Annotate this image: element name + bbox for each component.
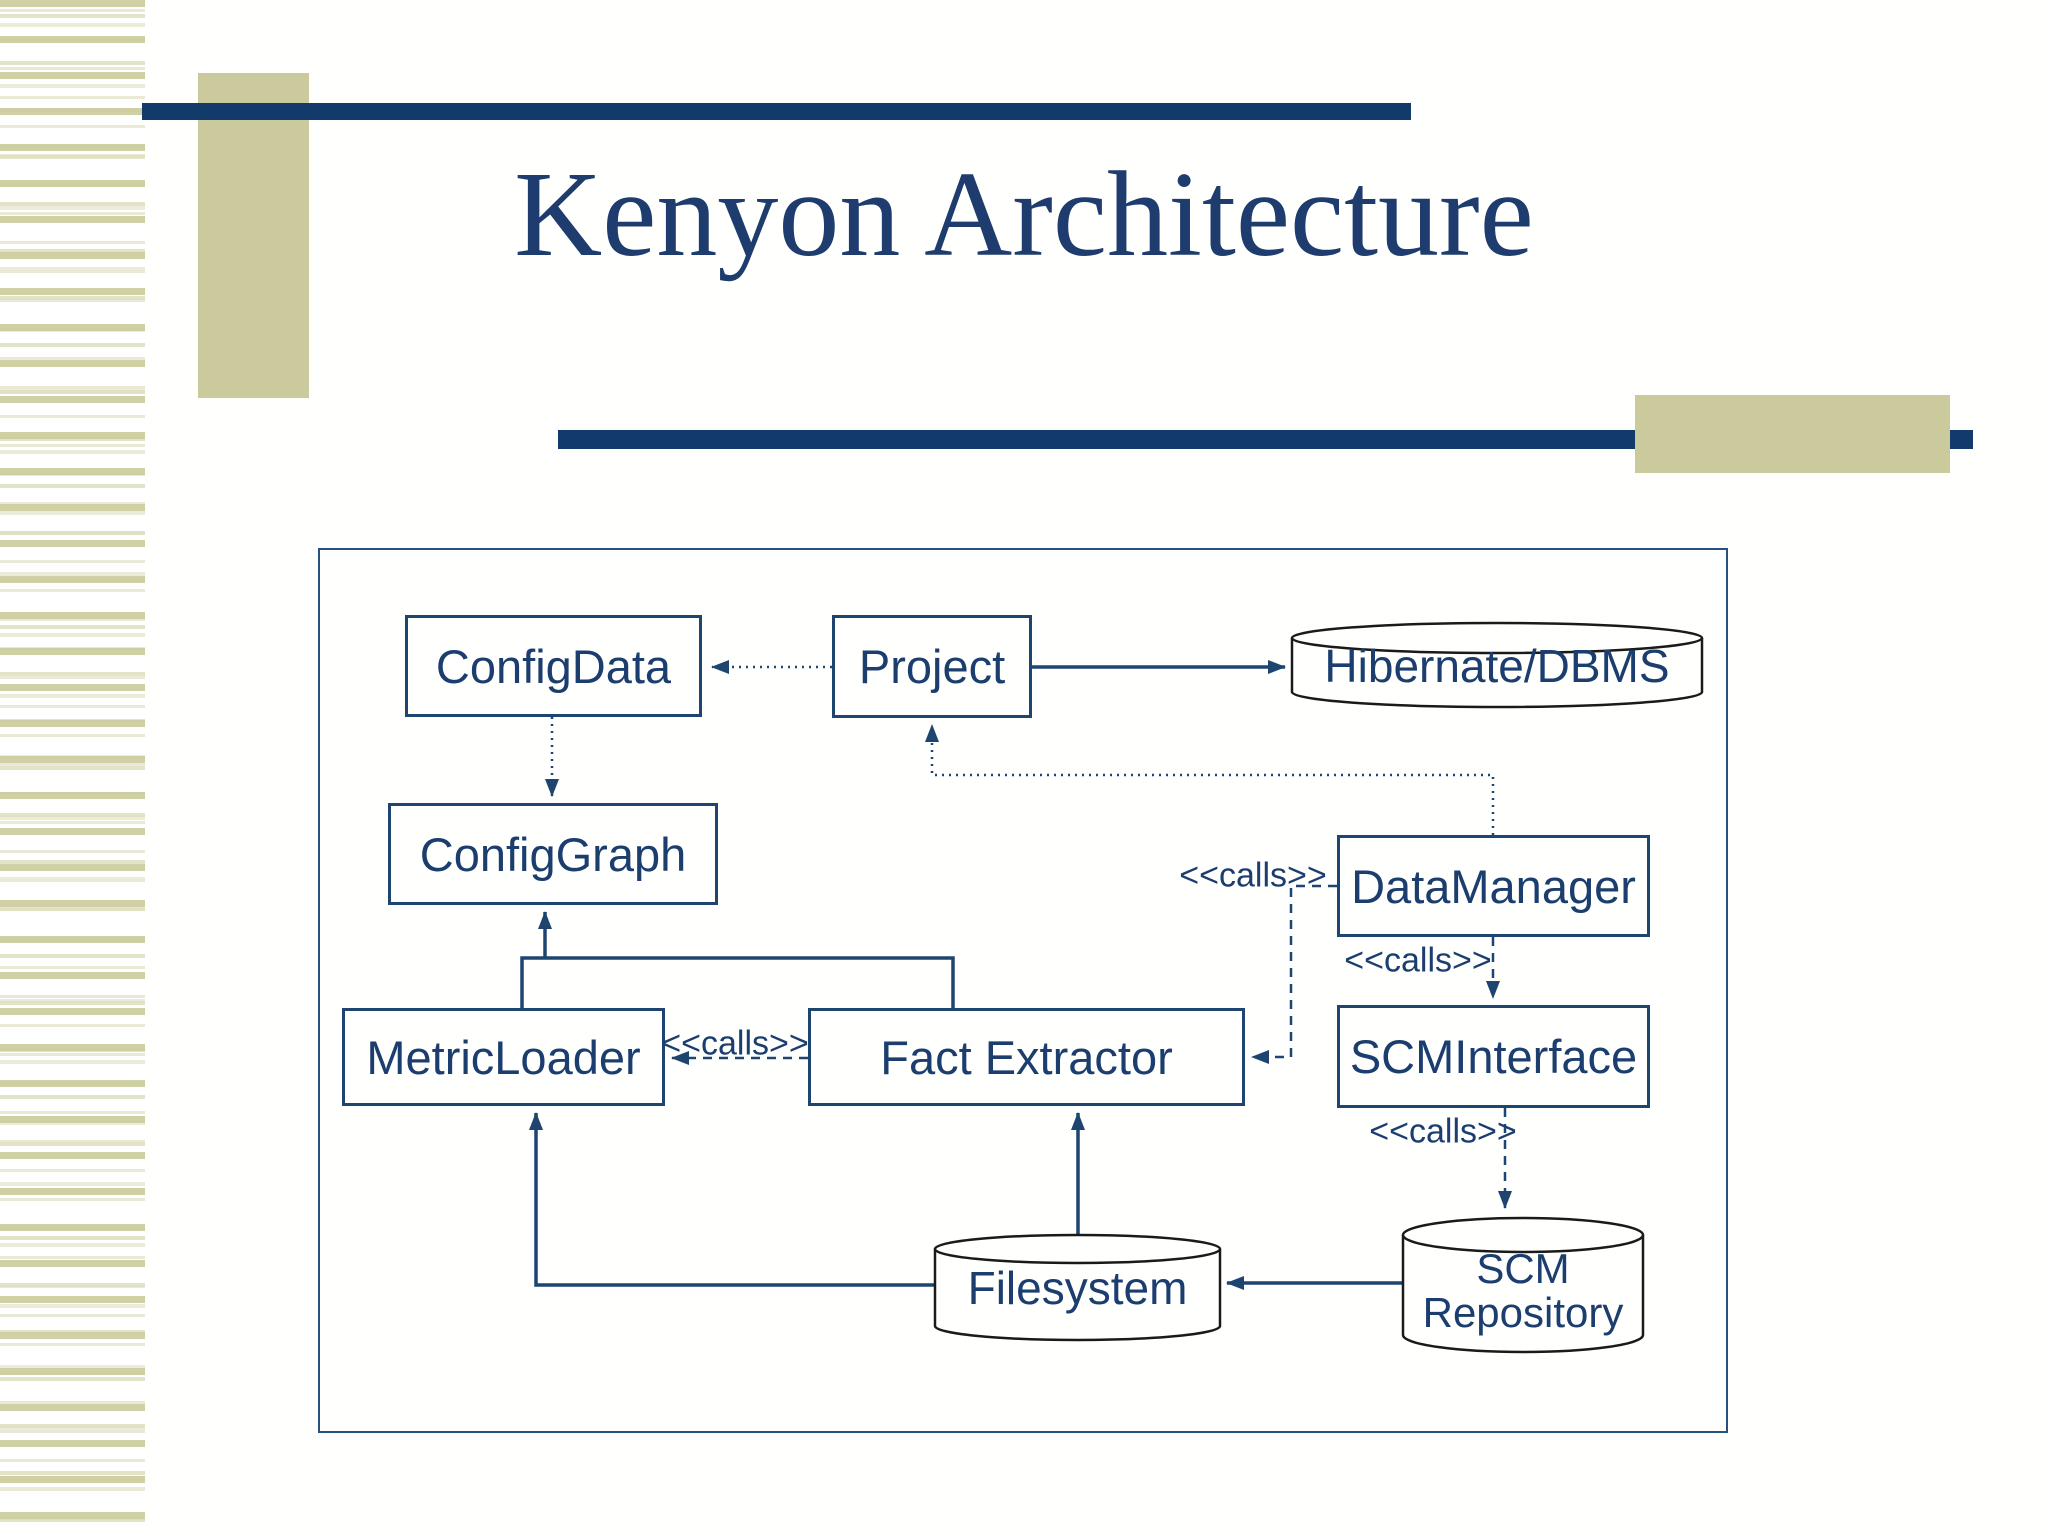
tan-accent-rectangle-left [198,73,309,398]
node-scm-repository: SCM Repository [1422,1244,1624,1336]
node-metricloader: MetricLoader [342,1008,665,1106]
edge-label-calls-scminterface-scmrepository: <<calls>> [1369,1112,1517,1151]
left-stripe-decoration [0,0,145,1536]
edge-label-calls-datamanager-factextractor: <<calls>> [1179,856,1327,895]
under-title-navy-bar [558,430,1973,449]
node-configgraph: ConfigGraph [388,803,718,905]
node-project: Project [832,615,1032,718]
node-hibernate-dbms: Hibernate/DBMS [1324,639,1670,692]
node-configdata: ConfigData [405,615,702,717]
edge-label-calls-datamanager-scminterface: <<calls>> [1344,941,1492,980]
node-datamanager: DataManager [1337,835,1650,937]
tan-accent-rectangle-right [1635,395,1950,473]
node-factextractor: Fact Extractor [808,1008,1245,1106]
slide-title: Kenyon Architecture [514,147,1534,282]
node-scminterface: SCMInterface [1337,1005,1650,1108]
diagram-frame [318,548,1728,1433]
top-navy-bar [142,103,1411,120]
node-filesystem: Filesystem [967,1261,1188,1314]
edge-label-calls-factextractor-metricloader: <<calls>> [661,1024,809,1063]
